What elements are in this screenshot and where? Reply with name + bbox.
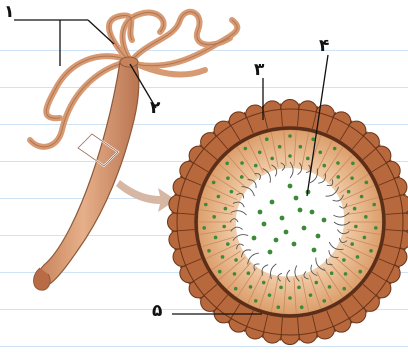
granule (288, 134, 292, 138)
granule (222, 225, 226, 229)
granule (322, 299, 326, 303)
hydra-cross-section (168, 100, 408, 345)
granule (309, 293, 313, 297)
label-2-mouth: ۲ (150, 100, 160, 117)
granule (328, 285, 332, 289)
granule (336, 161, 340, 165)
granule (234, 258, 238, 262)
granule (358, 270, 362, 274)
granule (262, 281, 266, 285)
granule (344, 272, 348, 276)
granule (299, 145, 303, 149)
granule (276, 305, 280, 309)
granule (218, 270, 222, 274)
cavity-particle (258, 210, 263, 215)
hydra-hypostome (120, 57, 138, 67)
granule (254, 299, 258, 303)
granule (234, 287, 238, 291)
granule (268, 293, 272, 297)
granule (369, 249, 373, 253)
granule (288, 154, 292, 158)
cavity-particle (316, 234, 321, 239)
cavity-particle (268, 250, 273, 255)
granule (342, 287, 346, 291)
cavity-particle (312, 248, 317, 253)
granule (336, 175, 340, 179)
granule (347, 190, 351, 194)
granule (350, 242, 354, 246)
granule (354, 225, 358, 229)
cavity-particle (280, 216, 285, 221)
granule (240, 161, 244, 165)
granule (318, 150, 322, 154)
granule (247, 271, 251, 275)
label-1-tentacles: ۱ (4, 4, 14, 21)
label-3-epidermis: ۳ (254, 62, 264, 79)
granule (333, 147, 337, 151)
cavity-particle (310, 210, 315, 215)
label-5-gastrodermis: ۵ (152, 303, 162, 320)
granule (360, 195, 364, 199)
granule (230, 190, 234, 194)
cavity-particle (284, 230, 289, 235)
label-4-cavity: ۴ (319, 38, 329, 55)
granule (212, 215, 216, 219)
granule (207, 249, 211, 253)
cavity-particle (288, 184, 293, 189)
granule (278, 145, 282, 149)
granule (221, 255, 225, 259)
cavity-particle (292, 242, 297, 247)
granule (204, 203, 208, 207)
granule (311, 137, 315, 141)
granule (330, 271, 334, 275)
granule (217, 195, 221, 199)
granule (244, 147, 248, 151)
granule (350, 176, 354, 180)
granule (300, 305, 304, 309)
granule (270, 157, 274, 161)
granule (254, 164, 258, 168)
granule (224, 207, 228, 211)
granule (288, 296, 292, 300)
granule (342, 258, 346, 262)
granule (279, 286, 283, 290)
granule (226, 176, 230, 180)
granule (322, 164, 326, 168)
granule (364, 215, 368, 219)
granule (314, 281, 318, 285)
granule (306, 157, 310, 161)
granule (233, 272, 237, 276)
granule (249, 285, 253, 289)
granule (372, 203, 376, 207)
granule (212, 181, 216, 185)
granule (225, 162, 229, 166)
granule (226, 242, 230, 246)
cavity-particle (274, 238, 279, 243)
granule (297, 286, 301, 290)
granule (265, 137, 269, 141)
granule (356, 255, 360, 259)
granule (202, 226, 206, 230)
cavity-particle (302, 226, 307, 231)
magnify-arrow (116, 180, 176, 212)
granule (363, 236, 367, 240)
granule (351, 162, 355, 166)
cavity-particle (322, 218, 327, 223)
cavity-particle (252, 236, 257, 241)
granule (353, 207, 357, 211)
cavity-particle (294, 196, 299, 201)
cavity-particle (270, 200, 275, 205)
granule (240, 175, 244, 179)
granule (374, 226, 378, 230)
granule (214, 236, 218, 240)
granule (365, 181, 369, 185)
cavity-particle (262, 222, 267, 227)
cavity-particle (298, 208, 303, 213)
granule (258, 150, 262, 154)
